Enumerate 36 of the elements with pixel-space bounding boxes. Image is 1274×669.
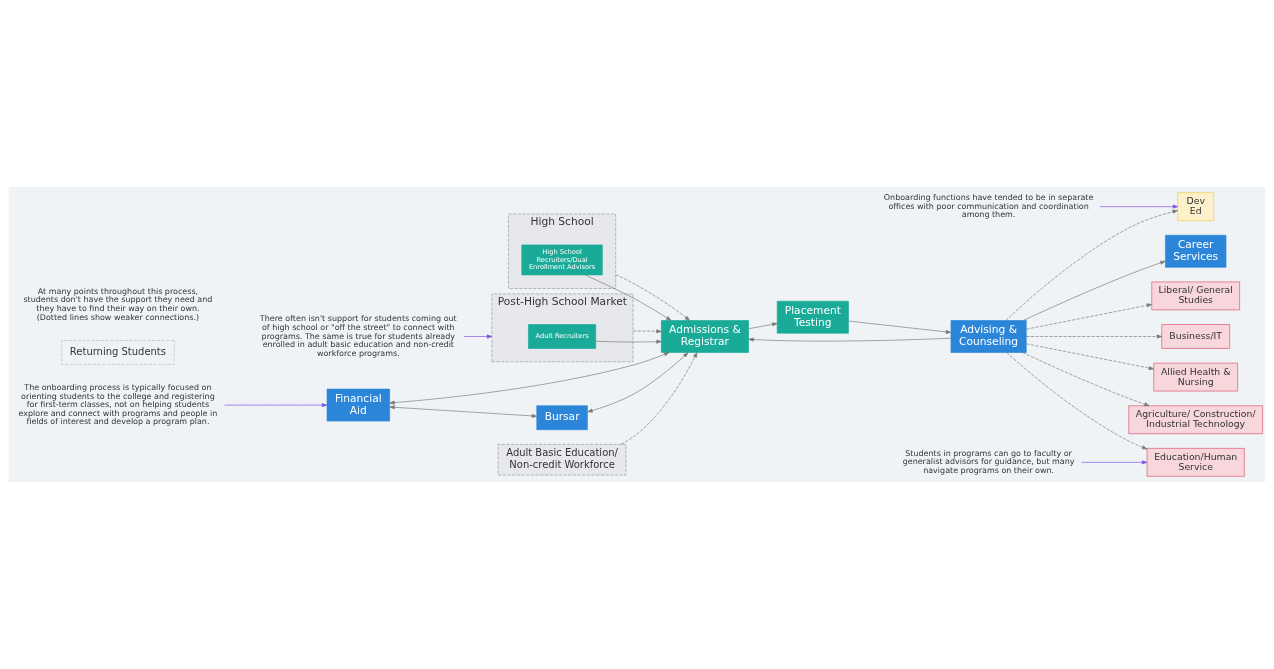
arrow bbox=[587, 352, 689, 413]
node-box: Placement Testing bbox=[776, 300, 849, 334]
arrow bbox=[1022, 352, 1150, 407]
node-box: Business/IT bbox=[1161, 324, 1230, 349]
arrow bbox=[848, 320, 952, 334]
arrow bbox=[1006, 352, 1148, 450]
node-box: Allied Health & Nursing bbox=[1153, 362, 1238, 392]
arrow bbox=[748, 337, 952, 342]
arrow bbox=[615, 274, 690, 321]
arrow bbox=[748, 322, 778, 330]
arrow bbox=[1023, 260, 1166, 321]
node-box: Returning Students bbox=[61, 340, 175, 365]
arrow bbox=[595, 339, 662, 344]
node-box: Education/Human Service bbox=[1146, 448, 1245, 477]
arrow bbox=[1005, 209, 1178, 321]
node-box: Dev Ed bbox=[1177, 192, 1214, 221]
arrow bbox=[389, 352, 670, 405]
arrow bbox=[224, 403, 328, 408]
node-box: Career Services bbox=[1165, 234, 1227, 268]
arrow bbox=[1081, 460, 1148, 465]
node-box: Bursar bbox=[536, 405, 588, 431]
node-box: Liberal/ General Studies bbox=[1151, 281, 1240, 311]
arrow bbox=[1099, 204, 1179, 209]
arrow bbox=[632, 329, 662, 334]
arrow bbox=[1025, 343, 1155, 370]
arrow bbox=[389, 405, 538, 418]
node-box: Financial Aid bbox=[326, 388, 390, 422]
node-box: Adult Basic Education/ Non-credit Workforce bbox=[497, 444, 627, 476]
arrow bbox=[620, 352, 698, 445]
arrow bbox=[1025, 303, 1153, 330]
arrow bbox=[1025, 334, 1163, 339]
node-box: Agriculture/ Construction/ Industrial Technology bbox=[1128, 405, 1263, 435]
arrow bbox=[585, 274, 672, 321]
arrow bbox=[463, 334, 493, 339]
node-box: Advising & Counseling bbox=[950, 320, 1027, 353]
node-box: Admissions & Registrar bbox=[660, 320, 749, 353]
